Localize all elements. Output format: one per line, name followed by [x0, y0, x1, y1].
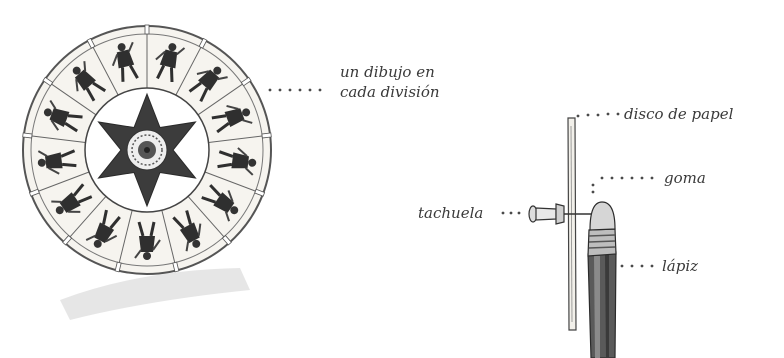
figure-drawing: [134, 221, 161, 260]
viewing-slit: [114, 261, 122, 273]
paper-disc: [22, 24, 272, 275]
figure-drawing: [111, 41, 139, 82]
thumbtack: [528, 203, 600, 225]
viewing-slit: [62, 234, 73, 246]
leader-disco: [576, 112, 620, 118]
figure-drawing: [217, 147, 257, 176]
figure-drawing: [188, 66, 228, 103]
viewing-slit: [198, 37, 208, 49]
label-division-line1: un dibujo en: [340, 63, 435, 81]
label-thumbtack: tachuela: [418, 204, 484, 222]
figure-drawing: [51, 183, 93, 215]
figure-drawing: [85, 209, 121, 248]
viewing-slit: [86, 37, 96, 49]
division-line: [30, 171, 90, 195]
viewing-slit: [221, 234, 232, 246]
label-drawing-per-division: un dibujo en cada división: [340, 62, 440, 102]
viewing-slit: [22, 132, 33, 139]
viewing-slit: [254, 188, 266, 197]
viewing-slit: [28, 188, 40, 197]
figure-drawing: [155, 43, 186, 83]
figure-drawing: [43, 99, 83, 133]
label-eraser: goma: [664, 169, 706, 187]
leader-division: [268, 88, 322, 92]
figure-drawing: [72, 61, 107, 102]
viewing-slit: [172, 261, 180, 273]
figure-drawing: [37, 149, 77, 175]
viewing-slit: [240, 76, 252, 87]
division-line: [44, 79, 97, 116]
pencil: [587, 201, 617, 358]
figure-drawing: [211, 104, 253, 134]
paper-disc-edge: [567, 117, 577, 331]
division-line: [208, 134, 271, 144]
label-division-line2: cada división: [340, 83, 440, 101]
leader-tachuela: [501, 211, 521, 215]
division-line: [64, 196, 107, 244]
pencil-shading: [60, 268, 250, 320]
division-line: [187, 196, 230, 244]
division-lines: [22, 24, 272, 273]
division-line: [204, 171, 264, 195]
division-line: [23, 134, 86, 144]
division-line: [175, 39, 206, 96]
leader-lapiz: [610, 264, 654, 268]
figure-drawing: [172, 210, 202, 252]
figure-drawing: [201, 184, 239, 222]
label-pencil: lápiz: [662, 257, 699, 275]
leader-lines: [268, 88, 654, 268]
viewing-slit: [42, 76, 54, 87]
division-line: [161, 210, 178, 271]
viewing-slit: [144, 24, 150, 35]
leader-goma: [591, 176, 654, 194]
figure-drawings: [37, 41, 257, 260]
division-line: [88, 39, 119, 96]
viewing-slit: [261, 132, 272, 139]
division-line: [197, 79, 250, 116]
division-line: [116, 210, 133, 271]
label-paper-disc: disco de papel: [624, 105, 734, 123]
